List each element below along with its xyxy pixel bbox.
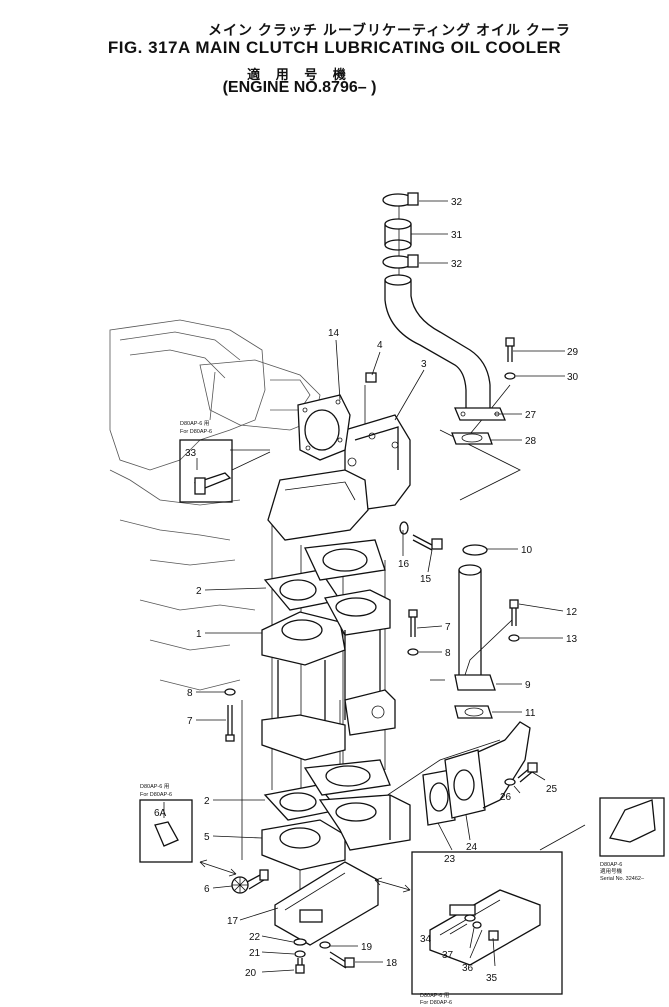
bolt-15-washer-16 — [399, 521, 443, 551]
variant-box-33 — [179, 439, 271, 503]
callout-8-lower: 8 — [187, 688, 193, 699]
callout-32-bottom: 32 — [451, 259, 463, 270]
callout-33: 33 — [185, 448, 197, 459]
right-box-note-jp2: 適用号機 — [600, 867, 623, 875]
engine-background-outline — [109, 319, 321, 691]
applicability-japanese: 適 用 号 機 — [247, 67, 352, 82]
gasket-2-upper — [263, 539, 386, 611]
bolt-7-washer-8-upper — [407, 609, 419, 656]
callout-3: 3 — [421, 359, 427, 370]
callout-22: 22 — [249, 932, 261, 943]
right-box-serial: Serial No. 32462– — [600, 876, 645, 882]
hose-assembly — [382, 192, 419, 269]
callout-32-top: 32 — [451, 197, 463, 208]
elbow-24-gasket-23 — [422, 721, 531, 826]
box6a-note: For D80AP-6 — [140, 792, 172, 798]
box33-note: For D80AP-6 — [180, 429, 212, 435]
callout-24: 24 — [466, 842, 478, 853]
callout-numbers: 32 31 32 29 30 27 28 14 4 3 33 16 15 10 … — [154, 197, 579, 984]
callout-1: 1 — [196, 629, 202, 640]
bracket-17 — [274, 861, 379, 946]
callout-18: 18 — [386, 958, 398, 969]
callout-12: 12 — [566, 607, 578, 618]
variant-box-6a — [139, 799, 193, 863]
callout-7-upper: 7 — [445, 622, 451, 633]
bolt-25-washer-26 — [504, 762, 538, 786]
variant-notes: D80AP-6 用 For D80AP-6 D80AP-6 用 For D80A… — [140, 420, 645, 1006]
callout-34: 34 — [420, 934, 432, 945]
callout-leaders — [163, 200, 565, 973]
callout-29: 29 — [567, 347, 579, 358]
callout-30: 30 — [567, 372, 579, 383]
callout-19: 19 — [361, 942, 373, 953]
callout-36: 36 — [462, 963, 474, 974]
callout-7-lower: 7 — [187, 716, 193, 727]
callout-14: 14 — [328, 328, 340, 339]
callout-2-lower: 2 — [204, 796, 210, 807]
engine-number-range: (ENGINE NO.8796– ) — [222, 79, 377, 96]
callout-5: 5 — [204, 832, 210, 843]
fasteners-18-22 — [293, 938, 355, 974]
bent-pipe-27 — [384, 274, 506, 445]
right-box-note-jp: D80AP-6 — [600, 862, 622, 868]
bolt-12-washer-13 — [508, 599, 520, 642]
callout-31: 31 — [451, 230, 463, 241]
drain-valve-6 — [231, 869, 269, 894]
callout-35: 35 — [486, 973, 498, 984]
callout-2-upper: 2 — [196, 586, 202, 597]
callout-21: 21 — [249, 948, 261, 959]
callout-6: 6 — [204, 884, 210, 895]
callout-16: 16 — [398, 559, 410, 570]
cooler-core-1 — [261, 589, 396, 761]
callout-11: 11 — [525, 708, 536, 719]
variant-box-right — [539, 797, 665, 857]
callout-23: 23 — [444, 854, 456, 865]
variant-box-bottom — [411, 851, 563, 995]
callout-28: 28 — [525, 436, 537, 447]
callout-20: 20 — [245, 968, 257, 979]
callout-25: 25 — [546, 784, 558, 795]
bottom-box-note: For D80AP-6 — [420, 1000, 452, 1006]
callout-9: 9 — [525, 680, 531, 691]
callout-6a: 6A — [154, 808, 167, 819]
box6a-note-jp: D80AP-6 用 — [140, 783, 169, 790]
tube-9-oring-10 — [454, 544, 496, 719]
plug-4 — [365, 372, 377, 383]
bolt-29-washer-30 — [504, 337, 516, 380]
double-arrows — [199, 859, 411, 893]
bolt-7-washer-8-lower — [224, 688, 236, 742]
callout-37: 37 — [442, 950, 454, 961]
gasket-2-lower — [263, 759, 391, 821]
callout-8-upper: 8 — [445, 648, 451, 659]
lower-housing-5 — [261, 794, 411, 871]
callout-4: 4 — [377, 340, 383, 351]
japanese-title: メイン クラッチ ルーブリケーティング オイル クーラ — [208, 22, 571, 38]
figure-title: FIG. 317A MAIN CLUTCH LUBRICATING OIL CO… — [107, 38, 562, 57]
bottom-box-note-jp: D80AP-6 用 — [420, 992, 449, 999]
gasket-14 — [297, 394, 351, 461]
callout-27: 27 — [525, 410, 537, 421]
callout-26: 26 — [500, 792, 512, 803]
housing-3 — [267, 414, 411, 541]
callout-10: 10 — [521, 545, 533, 556]
box33-note-jp: D80AP-6 用 — [180, 420, 209, 427]
callout-13: 13 — [566, 634, 578, 645]
callout-15: 15 — [420, 574, 432, 585]
callout-17: 17 — [227, 916, 239, 927]
